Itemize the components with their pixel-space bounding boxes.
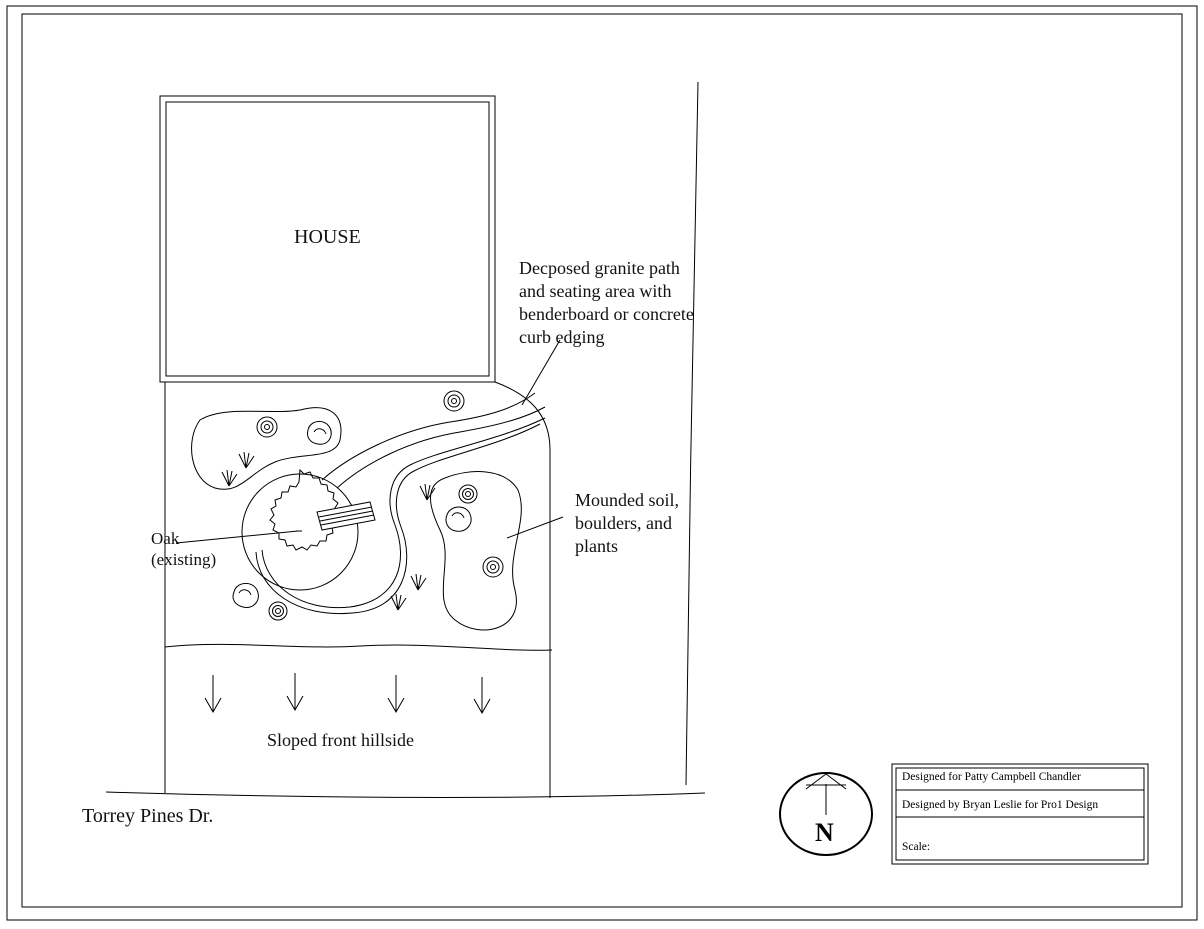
street-name-label: Torrey Pines Dr. <box>82 805 214 827</box>
mound-leader-line <box>507 517 563 538</box>
shrub-icon <box>459 485 477 503</box>
house-label: HOUSE <box>294 226 361 248</box>
grass-icon <box>391 594 406 610</box>
sheet-outer-border <box>7 6 1197 920</box>
boulder-icon <box>233 583 258 607</box>
north-arrow-icon <box>780 773 872 855</box>
shrub-icon <box>257 417 277 437</box>
designed-by-text: Designed by Bryan Leslie for Pro1 Design <box>902 799 1099 811</box>
grass-icon <box>239 452 254 468</box>
oak-note-label: Oak (existing) <box>151 529 217 569</box>
designed-for-text: Designed for Patty Campbell Chandler <box>902 771 1081 783</box>
bench-icon <box>317 502 375 530</box>
slope-arrows <box>205 673 490 713</box>
planting-bed-west <box>192 408 341 490</box>
grass-icon <box>420 484 435 500</box>
slope-note-label: Sloped front hillside <box>267 730 414 750</box>
grass-icon <box>411 574 426 590</box>
title-block-frame <box>892 764 1148 864</box>
house-footprint <box>160 96 495 382</box>
boulder-icon <box>446 507 471 531</box>
shrub-icon <box>444 391 464 411</box>
shrub-icon <box>269 602 287 620</box>
scale-text: Scale: <box>902 841 931 853</box>
path-note-label: Decposed granite path and seating area w… <box>519 258 694 347</box>
slope-boundary <box>165 644 552 650</box>
sheet-inner-border <box>22 14 1182 907</box>
property-line <box>686 82 698 785</box>
boulder-icon <box>307 421 331 444</box>
grass-icon <box>222 470 237 486</box>
path-leader-line <box>522 340 560 405</box>
mound-bed-east <box>430 472 521 630</box>
granite-path <box>256 393 545 614</box>
north-letter: N <box>815 818 834 847</box>
oak-tree <box>176 470 358 590</box>
shrub-icon <box>483 557 503 577</box>
mound-note-label: Mounded soil, boulders, and plants <box>575 490 680 556</box>
street-curb-line <box>106 792 705 797</box>
